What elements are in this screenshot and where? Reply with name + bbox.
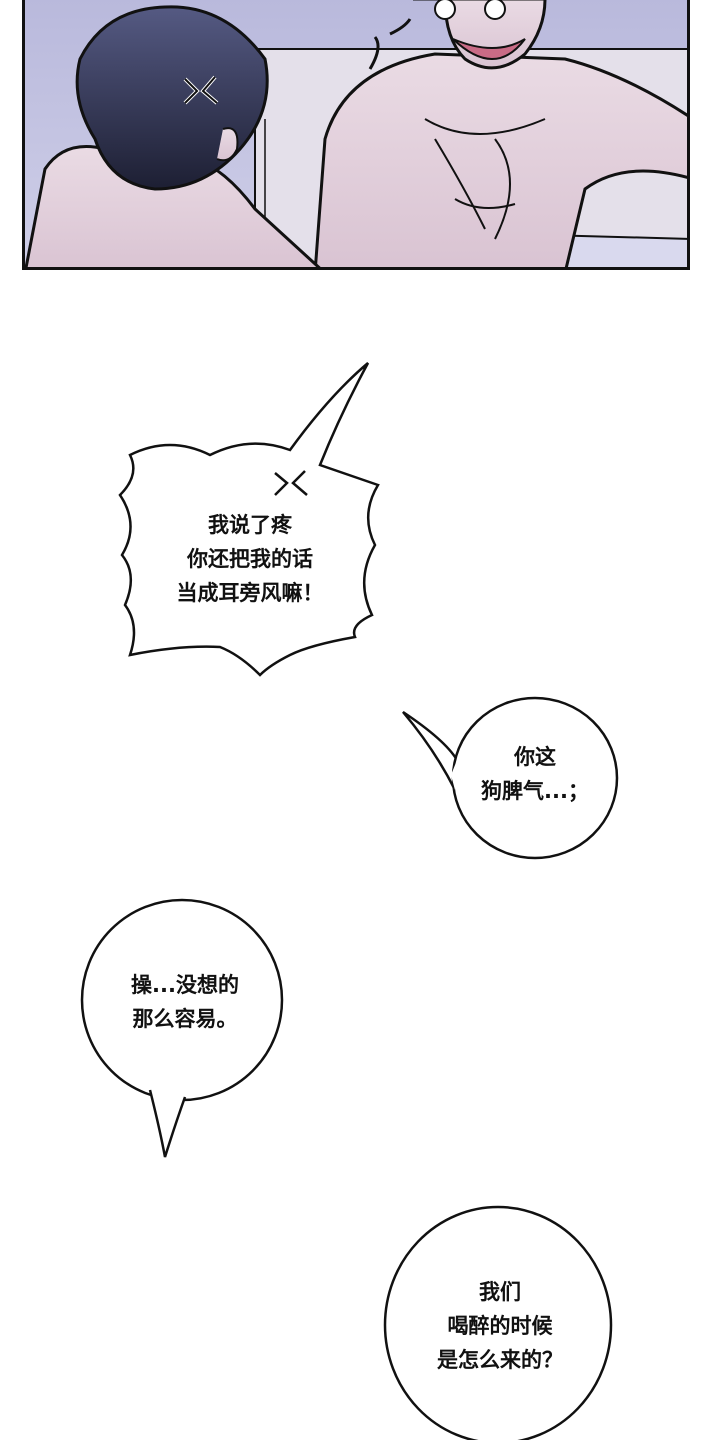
right-bubble-2-line-2: 喝醉的时候 (447, 1314, 553, 1338)
speech-bubble-right-2 (383, 1205, 613, 1440)
panel-illustration (25, 0, 687, 267)
speech-bubble-left-1 (80, 898, 284, 1158)
left-bubble-line-1: 操...没想的 (131, 973, 239, 997)
spiky-bubble-line-1: 我说了疼 (208, 513, 292, 537)
right-bubble-1-line-1: 你这 (514, 745, 556, 769)
right-bubble-1-text: 你这 狗脾气...； (455, 740, 615, 808)
right-bubble-2-line-1: 我们 (479, 1280, 521, 1304)
left-bubble-text: 操...没想的 那么容易。 (90, 968, 280, 1036)
spiky-speech-bubble (118, 362, 380, 677)
right-bubble-2-line-3: 是怎么来的？ (437, 1348, 563, 1372)
spiky-bubble-line-2: 你还把我的话 (187, 547, 313, 571)
left-bubble-line-2: 那么容易。 (132, 1007, 238, 1031)
comic-panel-top (22, 0, 690, 270)
spiky-bubble-line-3: 当成耳旁风嘛！ (176, 581, 324, 605)
right-bubble-2-text: 我们 喝醉的时候 是怎么来的？ (405, 1275, 595, 1377)
right-bubble-1-line-2: 狗脾气...； (481, 779, 589, 803)
speech-bubble-right-1 (402, 696, 619, 860)
spiky-bubble-text: 我说了疼 你还把我的话 当成耳旁风嘛！ (150, 508, 350, 610)
